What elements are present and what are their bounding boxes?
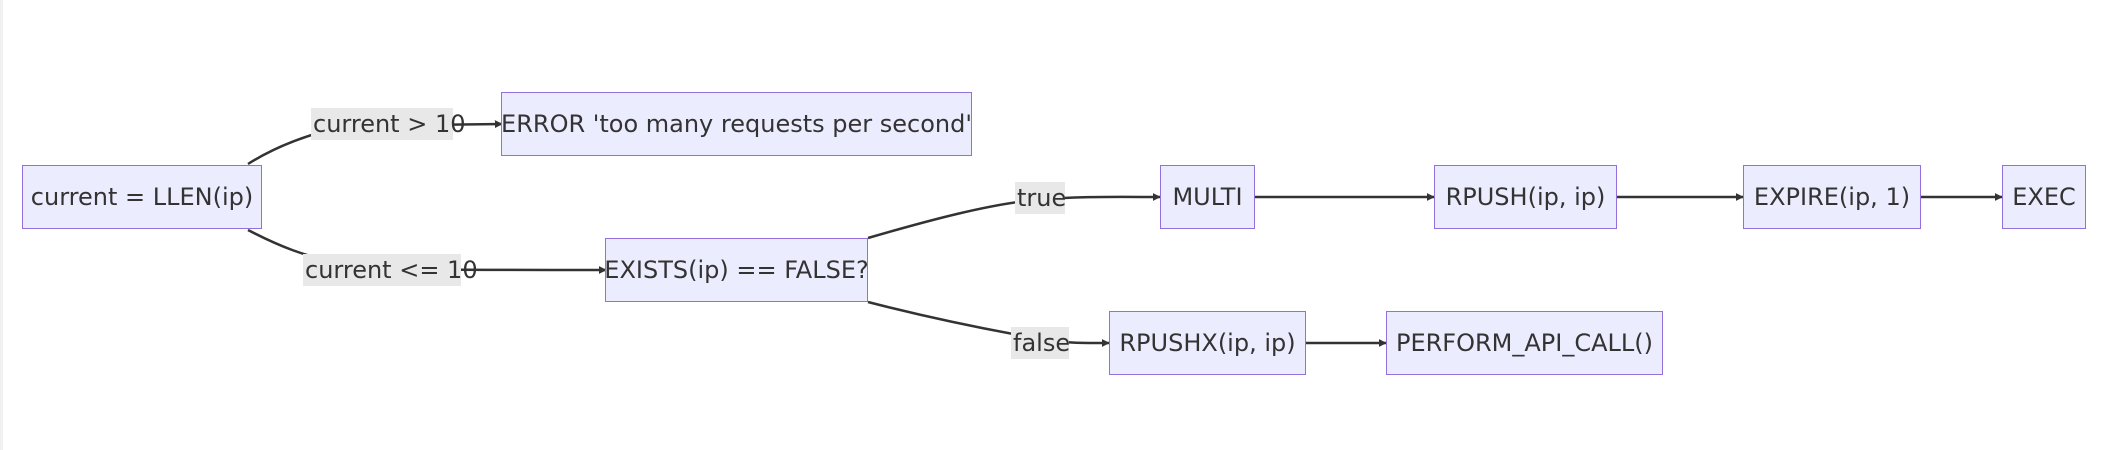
edge-exists-to-multi [867,192,1161,240]
node-expire: EXPIRE(ip, 1) [1743,165,1921,229]
edge-label-false: false [1011,327,1071,359]
node-exec: EXEC [2002,165,2086,229]
edge-label-current-le-10: current <= 10 [303,254,478,286]
node-exists-check: EXISTS(ip) == FALSE? [604,238,869,302]
edge-label-true: true [1015,182,1067,214]
node-error-too-many-requests: ERROR 'too many requests per second' [501,92,972,156]
edge-exists-to-rpushx [867,300,1110,348]
node-current-llen: current = LLEN(ip) [22,165,262,229]
edge-label-current-gt-10: current > 10 [311,108,466,140]
node-perform-api-call: PERFORM_API_CALL() [1386,311,1663,375]
left-edge-bar [0,0,3,450]
node-rpushx: RPUSHX(ip, ip) [1109,311,1306,375]
node-multi: MULTI [1160,165,1255,229]
node-rpush: RPUSH(ip, ip) [1434,165,1617,229]
